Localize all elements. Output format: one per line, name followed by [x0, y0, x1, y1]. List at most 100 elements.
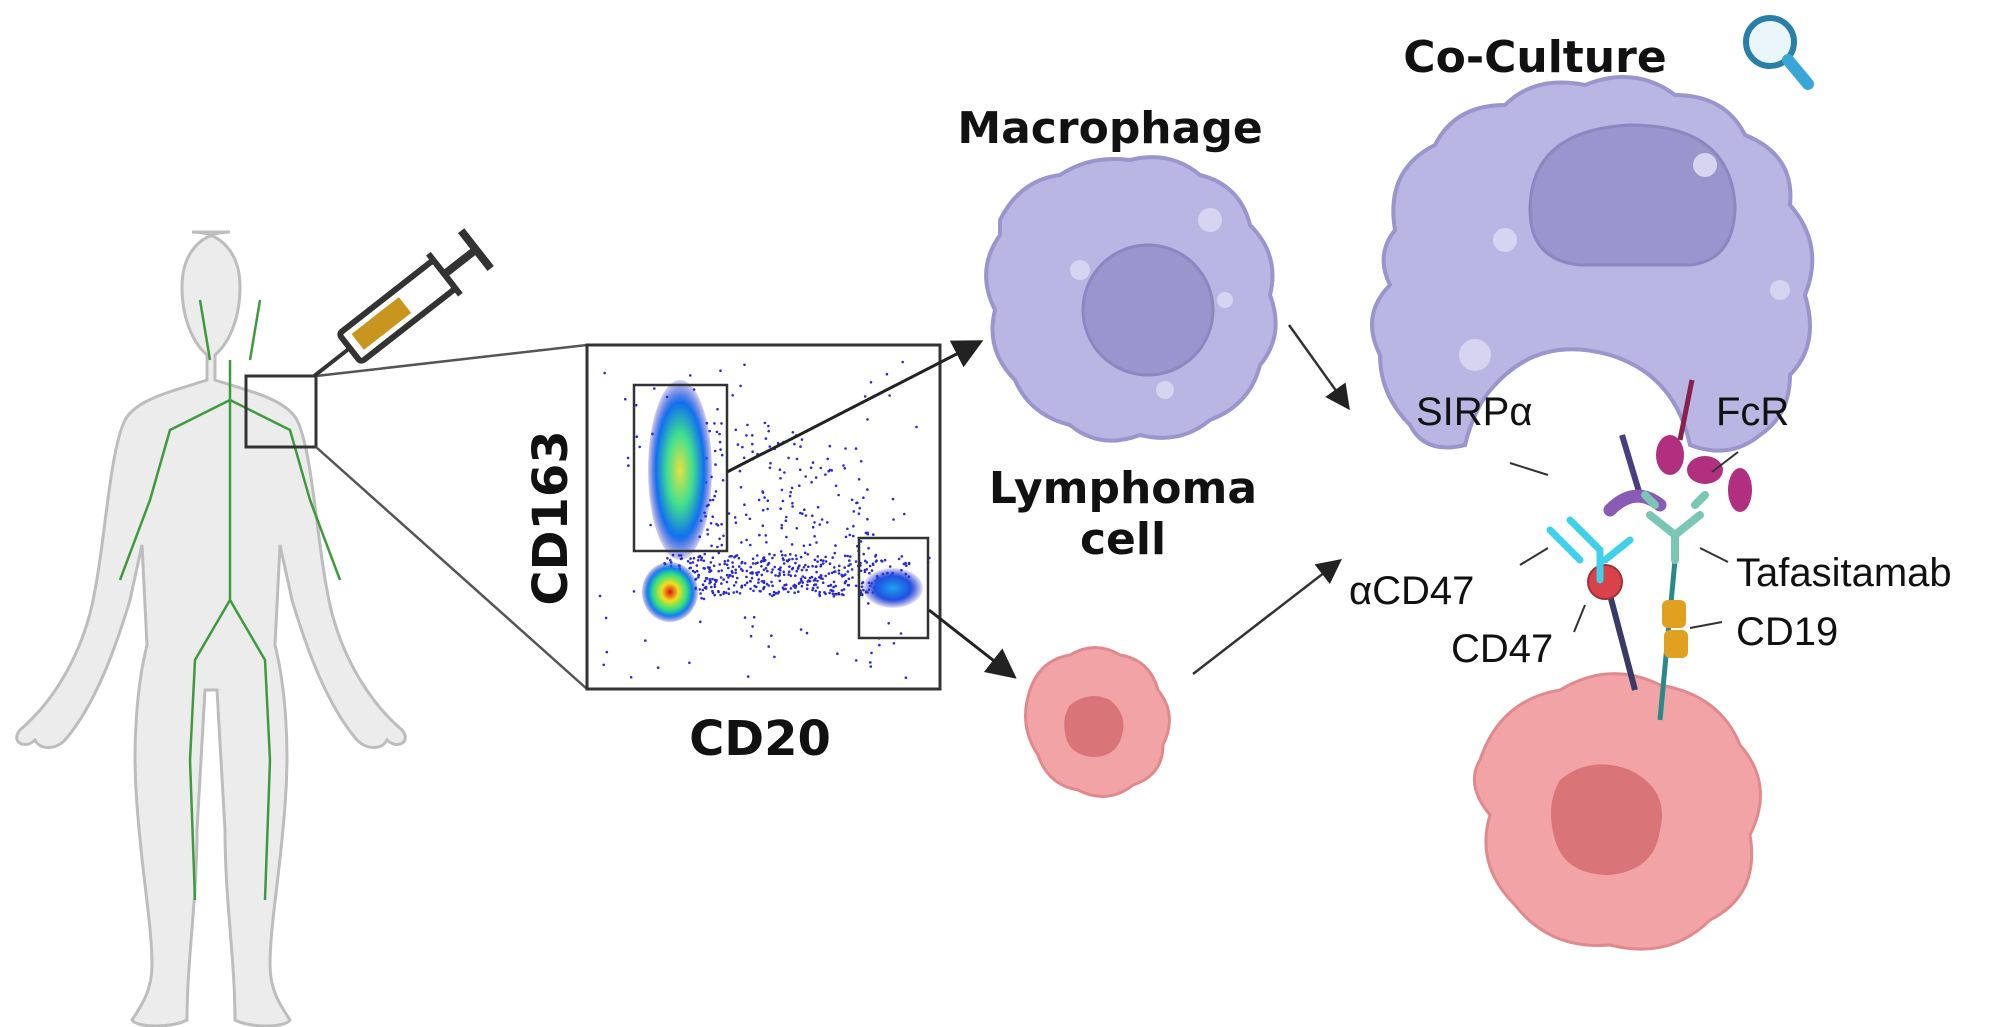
event-dot	[813, 521, 816, 524]
event-dot	[822, 559, 825, 562]
event-dot	[762, 568, 766, 572]
event-dot	[849, 555, 852, 558]
cd163-population-column	[648, 380, 712, 560]
event-dot	[847, 577, 851, 581]
event-dot	[720, 422, 723, 425]
event-dot	[788, 558, 791, 561]
event-dot	[743, 583, 747, 587]
label-cd47: CD47	[1451, 627, 1553, 671]
event-dot	[809, 466, 813, 470]
event-dot	[867, 546, 870, 550]
event-dot	[860, 593, 864, 596]
event-dot	[837, 569, 841, 572]
macrophage-gate	[632, 383, 729, 553]
event-dot	[843, 566, 846, 569]
event-dot	[801, 512, 804, 515]
event-dot	[885, 372, 889, 376]
event-dot	[859, 540, 863, 543]
event-dot	[821, 577, 824, 581]
event-dot	[708, 582, 711, 585]
event-dot	[795, 569, 798, 573]
event-dot	[851, 576, 854, 579]
event-dot	[832, 585, 835, 589]
event-dot	[713, 422, 716, 425]
event-dot	[790, 543, 794, 546]
event-dot	[708, 570, 711, 574]
event-dot	[816, 560, 819, 563]
event-dot	[793, 442, 796, 446]
event-dot	[757, 581, 760, 584]
event-dot	[731, 561, 734, 564]
event-dot	[795, 557, 798, 561]
event-dot	[892, 642, 896, 645]
event-dot	[781, 553, 784, 557]
event-dot	[757, 578, 760, 581]
event-dot	[689, 561, 692, 565]
event-dot	[732, 584, 736, 587]
event-dot	[807, 565, 810, 568]
event-dot	[905, 564, 908, 568]
event-dot	[831, 556, 834, 559]
event-dot	[719, 369, 722, 373]
event-dot	[904, 676, 908, 679]
event-dot	[828, 468, 832, 472]
event-dot	[816, 505, 820, 509]
event-dot	[711, 515, 714, 518]
event-dot	[827, 584, 830, 588]
tafasitamab-antibody-icon	[1641, 491, 1709, 564]
event-dot	[900, 555, 904, 558]
event-dot	[766, 499, 770, 503]
event-dot	[787, 456, 790, 460]
lymphoma-title-line1: Lymphoma	[989, 463, 1257, 514]
event-dot	[727, 576, 730, 579]
human-body-illustration	[15, 230, 588, 1027]
event-dot	[751, 625, 754, 628]
event-dot	[757, 498, 761, 502]
event-dot	[866, 517, 869, 521]
event-dot	[749, 565, 752, 569]
event-dot	[634, 403, 638, 407]
event-dot	[713, 583, 717, 586]
event-dot	[734, 581, 738, 584]
event-dot	[854, 659, 858, 662]
event-dot	[735, 590, 739, 594]
event-dot	[710, 585, 713, 589]
event-dot	[722, 590, 726, 594]
event-dot	[863, 559, 867, 563]
event-dot	[734, 428, 738, 432]
event-dot	[742, 456, 746, 460]
fcr-icon	[1656, 435, 1684, 475]
event-dot	[689, 566, 692, 570]
event-dot	[735, 554, 739, 557]
event-dot	[843, 467, 847, 470]
event-dot	[837, 572, 841, 575]
event-dot	[863, 568, 867, 572]
event-dot	[805, 631, 809, 635]
event-dot	[758, 533, 761, 537]
event-dot	[832, 594, 836, 598]
event-dot	[714, 580, 718, 584]
event-dot	[751, 557, 755, 561]
event-dot	[729, 574, 732, 577]
event-dot	[869, 381, 873, 384]
event-dot	[915, 425, 918, 429]
event-dot	[767, 561, 771, 565]
event-dot	[755, 573, 759, 577]
event-dot	[870, 569, 874, 572]
event-dot	[778, 572, 781, 575]
event-dot	[844, 535, 848, 539]
event-dot	[700, 558, 703, 562]
event-dot	[778, 468, 782, 472]
event-dot	[833, 570, 837, 573]
event-dot	[709, 522, 713, 525]
event-dot	[787, 590, 790, 594]
event-dot	[847, 564, 850, 567]
event-dot	[666, 557, 669, 560]
event-dot	[702, 597, 706, 601]
event-dot	[866, 488, 869, 491]
event-dot	[708, 429, 711, 433]
event-dot	[859, 569, 863, 573]
event-dot	[699, 620, 702, 624]
event-dot	[750, 576, 754, 580]
